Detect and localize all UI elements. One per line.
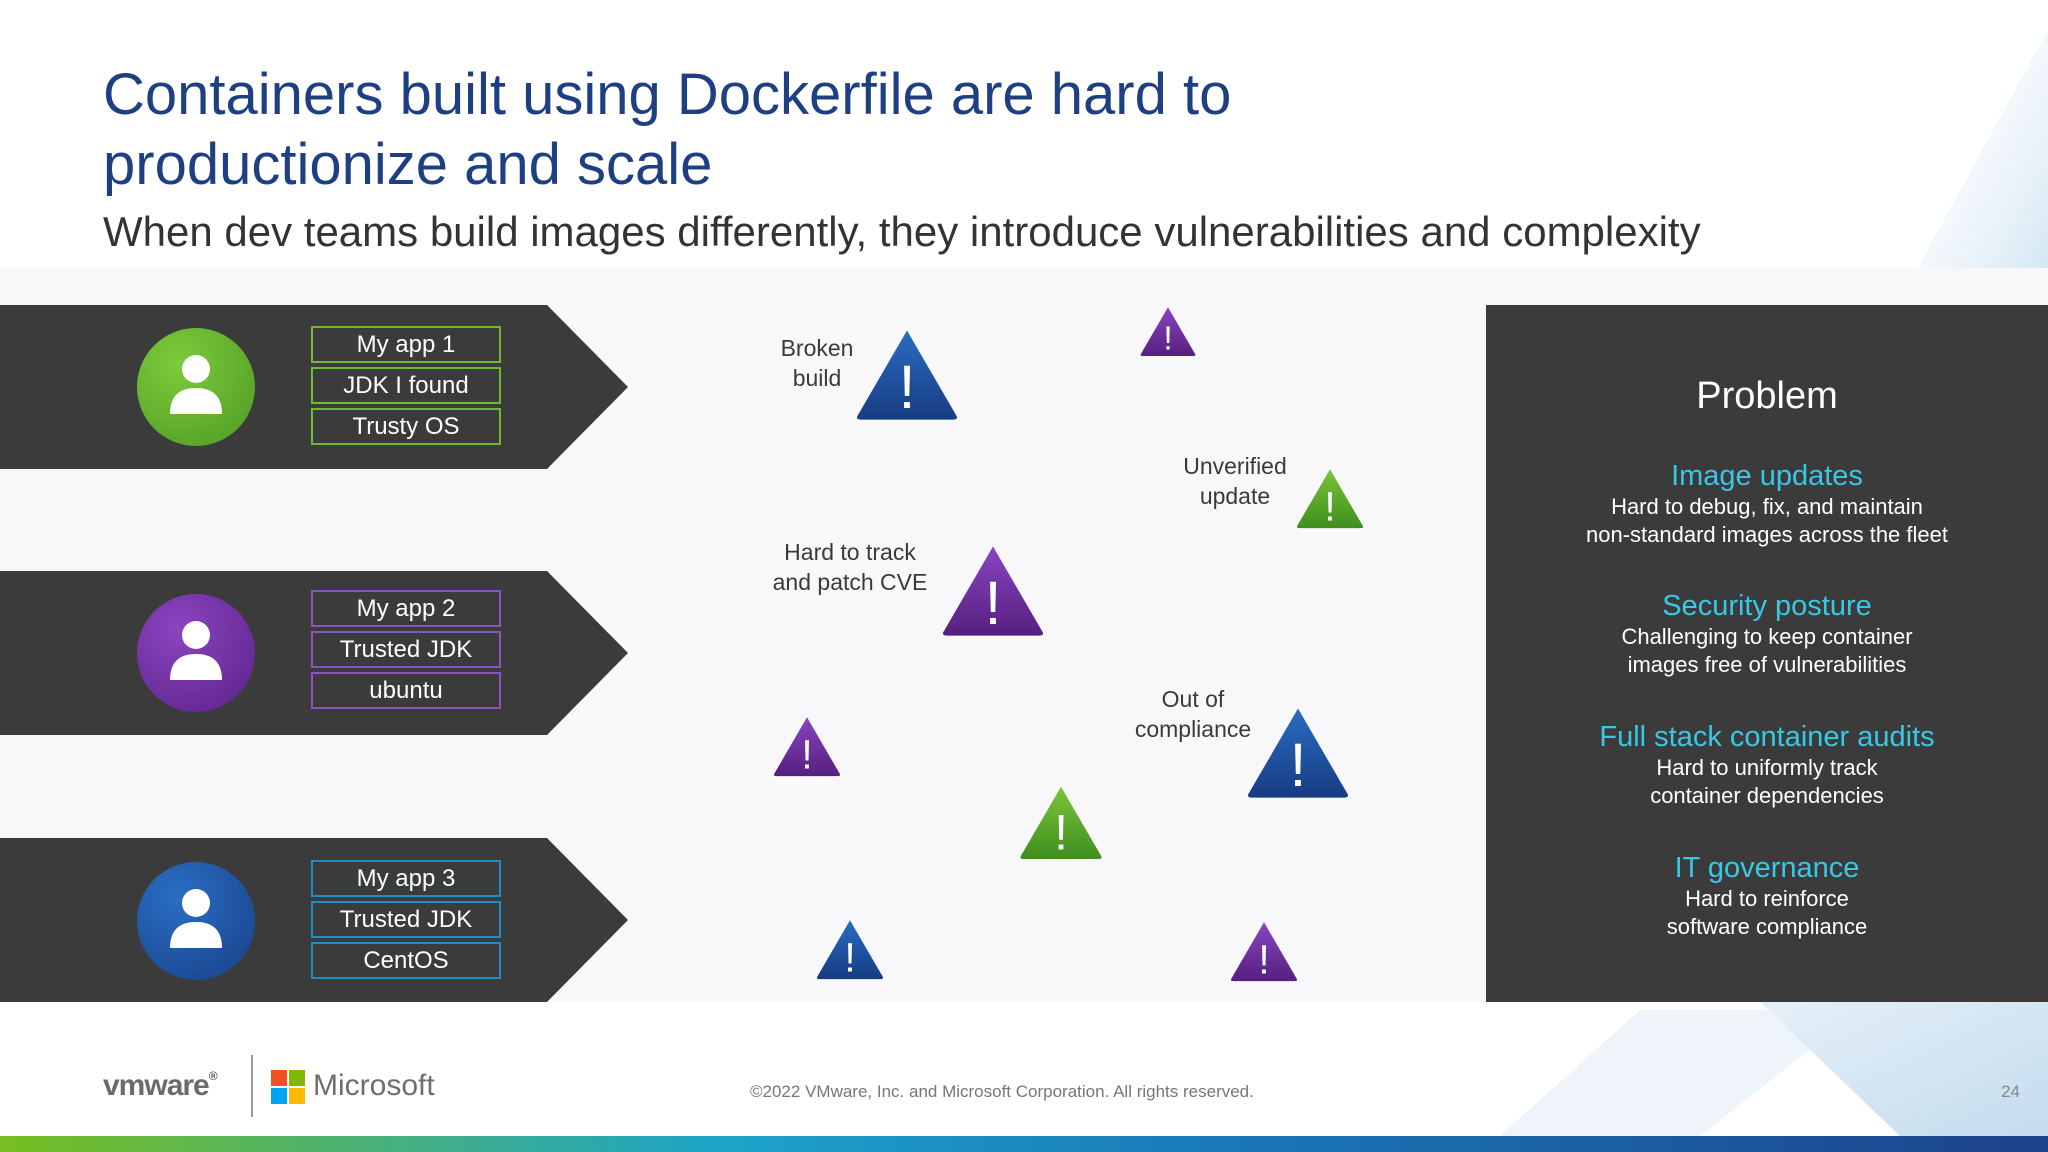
problem-item-image-updates: Image updates Hard to debug, fix, and ma…	[1486, 459, 2048, 549]
layer-app: My app 1	[311, 326, 501, 363]
warning-icon: !	[1229, 920, 1299, 987]
problem-desc-line: Hard to uniformly track	[1656, 755, 1878, 780]
logo-divider	[251, 1055, 253, 1117]
team-2-arrow: My app 2 Trusted JDK ubuntu	[0, 571, 630, 735]
label-broken-build: Broken build	[780, 335, 854, 391]
layer-jdk: Trusted JDK	[311, 901, 501, 938]
exclamation-glyph: !	[844, 934, 855, 980]
problem-item-security-posture: Security posture Challenging to keep con…	[1486, 589, 2048, 679]
slide-subtitle: When dev teams build images differently,…	[103, 208, 1701, 255]
problem-heading: Image updates	[1671, 460, 1863, 492]
exclamation-glyph: !	[1324, 483, 1335, 529]
problem-desc-line: images free of vulnerabilities	[1627, 652, 1907, 677]
layer-jdk: Trusted JDK	[311, 631, 501, 668]
problem-heading: Full stack container audits	[1599, 721, 1935, 753]
problem-desc-line: Hard to debug, fix, and maintain	[1611, 494, 1923, 519]
problem-desc-line: software compliance	[1666, 914, 1868, 939]
copyright: ©2022 VMware, Inc. and Microsoft Corpora…	[750, 1082, 1254, 1101]
problem-desc-line: container dependencies	[1650, 783, 1884, 808]
label-hard-to-track: Hard to track and patch CVE	[772, 539, 928, 595]
bottom-gradient-bar	[0, 1136, 2048, 1152]
label-unverified-update: Unverified update	[1183, 453, 1287, 509]
problem-desc-line: Challenging to keep container	[1621, 624, 1913, 649]
exclamation-glyph: !	[801, 731, 812, 777]
page-number: 24	[2001, 1082, 2020, 1101]
exclamation-glyph: !	[1054, 805, 1068, 860]
user-icon	[170, 621, 222, 680]
problem-heading: Security posture	[1662, 590, 1872, 622]
problem-panel: Problem Image updates Hard to debug, fix…	[1486, 305, 2048, 1002]
team-2-image-stack: My app 2 Trusted JDK ubuntu	[311, 590, 501, 713]
team-1-avatar	[137, 328, 255, 446]
layer-os: CentOS	[311, 942, 501, 979]
team-3-avatar	[137, 862, 255, 980]
exclamation-glyph: !	[898, 353, 915, 421]
slide-title-line-1: Containers built using Dockerfile are ha…	[103, 62, 1232, 127]
layer-jdk: JDK I found	[311, 367, 501, 404]
team-3-image-stack: My app 3 Trusted JDK CentOS	[311, 860, 501, 983]
problem-title: Problem	[1696, 375, 1838, 417]
layer-os: ubuntu	[311, 672, 501, 709]
exclamation-glyph: !	[1289, 731, 1306, 799]
slide-title-line-2: productionize and scale	[103, 132, 713, 197]
team-2-avatar	[137, 594, 255, 712]
exclamation-glyph: !	[984, 569, 1001, 637]
microsoft-logo-text: Microsoft	[313, 1069, 435, 1102]
problem-item-it-governance: IT governance Hard to reinforce software…	[1486, 851, 2048, 941]
exclamation-glyph: !	[1163, 321, 1172, 357]
warning-icon: !	[1018, 784, 1104, 865]
problem-heading: IT governance	[1674, 852, 1860, 884]
team-1-arrow: My app 1 JDK I found Trusty OS	[0, 305, 630, 469]
warning-icon: !	[772, 715, 842, 782]
label-out-of-compliance: Out of compliance	[1134, 686, 1252, 742]
layer-app: My app 2	[311, 590, 501, 627]
warning-icon: !	[940, 543, 1046, 642]
microsoft-logo-icon	[271, 1070, 305, 1104]
problem-desc-line: Hard to reinforce	[1685, 886, 1849, 911]
warning-icon: !	[854, 327, 960, 426]
warning-icon: !	[1139, 305, 1197, 362]
warning-icon: !	[1295, 467, 1365, 534]
warning-icon: !	[1245, 705, 1351, 804]
layer-os: Trusty OS	[311, 408, 501, 445]
user-icon	[170, 889, 222, 948]
problem-desc-line: non-standard images across the fleet	[1586, 522, 1948, 547]
user-icon	[170, 355, 222, 414]
team-1-image-stack: My app 1 JDK I found Trusty OS	[311, 326, 501, 449]
warning-icon: !	[815, 918, 885, 985]
slide-title: Containers built using Dockerfile are ha…	[103, 60, 1603, 200]
vmware-logo: vmware®	[103, 1069, 218, 1102]
layer-app: My app 3	[311, 860, 501, 897]
team-3-arrow: My app 3 Trusted JDK CentOS	[0, 838, 630, 1002]
problem-item-container-audits: Full stack container audits Hard to unif…	[1486, 720, 2048, 810]
exclamation-glyph: !	[1258, 936, 1269, 982]
